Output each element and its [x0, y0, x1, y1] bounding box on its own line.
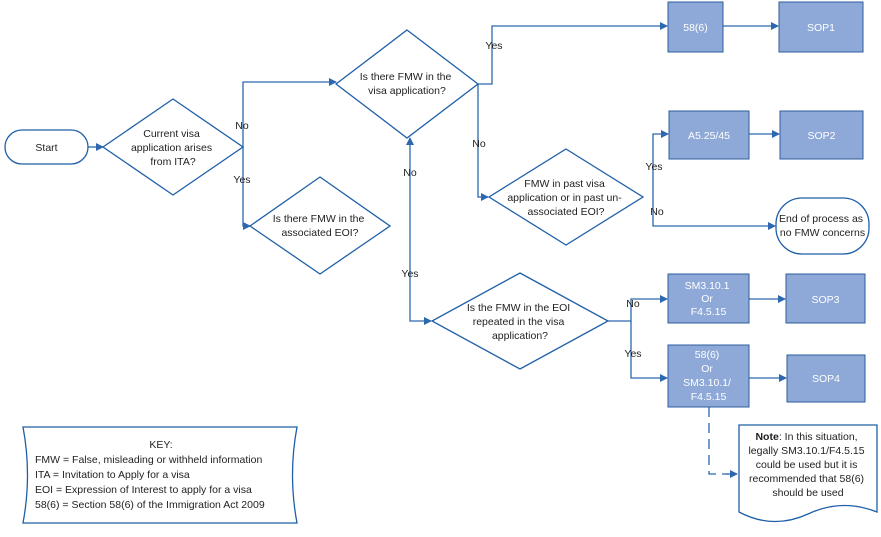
connector-ita-no-to-visa [242, 78, 337, 147]
connector-58-or-to-note [708, 407, 728, 475]
svg-text:Note: In this situation,: Note: In this situation, legally SM3.10.… [748, 431, 867, 499]
label-yes: Yes [485, 40, 502, 52]
connector-past-no-to-end [652, 197, 776, 230]
svg-text:SOP4: SOP4 [812, 373, 840, 385]
label-no: No [650, 206, 664, 218]
process-sop4: SOP4 [786, 354, 866, 403]
connector-visa-no-to-past [477, 84, 489, 201]
decision-fmw-eoi: Is there FMW in the associated EOI? [248, 176, 392, 275]
label-no: No [626, 298, 640, 310]
key-title: KEY: [149, 439, 172, 451]
note-box: Note: In this situation, legally SM3.10.… [738, 424, 878, 523]
end-terminator: End of process as no FMW concerns [775, 197, 870, 255]
process-sop1: SOP1 [778, 1, 864, 53]
svg-text:SOP3: SOP3 [811, 294, 839, 306]
svg-text:58(6) Or SM3.10.1/: 58(6) Or SM3.10.1/ F4.5.15 [683, 349, 734, 403]
label-yes: Yes [401, 268, 418, 280]
connector-repeated-no-to-sm [608, 295, 668, 322]
connector-eoi-yes-to-repeated [409, 226, 432, 325]
connector-ita-yes-to-eoi [242, 147, 251, 230]
connectors [88, 22, 787, 478]
svg-text:Is there FMW in the asso: Is there FMW in the associated EOI? [273, 213, 368, 239]
label-yes: Yes [624, 348, 641, 360]
svg-text:A5.25/45: A5.25/45 [688, 130, 730, 142]
key-legend: KEY: FMW = False, misleading or withheld… [22, 426, 298, 524]
label-yes: Yes [645, 161, 662, 173]
svg-text:58(6): 58(6) [683, 22, 708, 34]
label-no: No [403, 167, 417, 179]
svg-text:SM3.10.1 Or F4.5.1: SM3.10.1 Or F4.5.15 [685, 280, 733, 318]
process-sop2: SOP2 [779, 110, 864, 160]
process-58-or-sm: 58(6) Or SM3.10.1/ F4.5.15 [667, 344, 750, 408]
svg-text:Is the FMW in the EOI re: Is the FMW in the EOI repeated in the vi… [467, 302, 573, 342]
decision-fmw-past: FMW in past visa application or in past … [487, 148, 645, 246]
svg-text:SOP2: SOP2 [807, 130, 835, 142]
label-no: No [235, 120, 249, 132]
branch-labels: No Yes Yes No No Yes Yes No No Yes [233, 40, 663, 360]
svg-text:SOP1: SOP1 [807, 22, 835, 34]
svg-text:End of process as no FMW: End of process as no FMW concerns [779, 213, 866, 239]
svg-text:Start: Start [35, 142, 57, 154]
connector-repeated-yes-to-58-or [630, 321, 668, 382]
key-line: ITA = Invitation to Apply for a visa [35, 469, 190, 481]
connector-past-yes-to-a525 [652, 130, 669, 197]
process-sop3: SOP3 [785, 273, 866, 324]
start-terminator: Start [4, 129, 89, 165]
label-no: No [472, 138, 486, 150]
connector-visa-yes-to-58-6 [478, 22, 668, 85]
key-line: EOI = Expression of Interest to apply fo… [35, 484, 252, 496]
key-line: 58(6) = Section 58(6) of the Immigration… [35, 499, 265, 511]
svg-text:Is there FMW in the visa: Is there FMW in the visa application? [360, 71, 455, 97]
svg-text:FMW in past visa applica: FMW in past visa application or in past … [507, 178, 624, 218]
decision-fmw-repeated: Is the FMW in the EOI repeated in the vi… [430, 272, 610, 370]
key-line: FMW = False, misleading or withheld info… [35, 454, 262, 466]
process-a525: A5.25/45 [668, 110, 750, 160]
process-58-6: 58(6) [667, 1, 724, 53]
decision-ita: Current visa application arises from ITA… [101, 98, 245, 196]
label-yes: Yes [233, 174, 250, 186]
decision-fmw-visa: Is there FMW in the visa application? [334, 29, 480, 139]
process-sm-or-f: SM3.10.1 Or F4.5.15 [667, 273, 750, 324]
svg-text:Current visa application: Current visa application arises from ITA… [131, 128, 215, 168]
